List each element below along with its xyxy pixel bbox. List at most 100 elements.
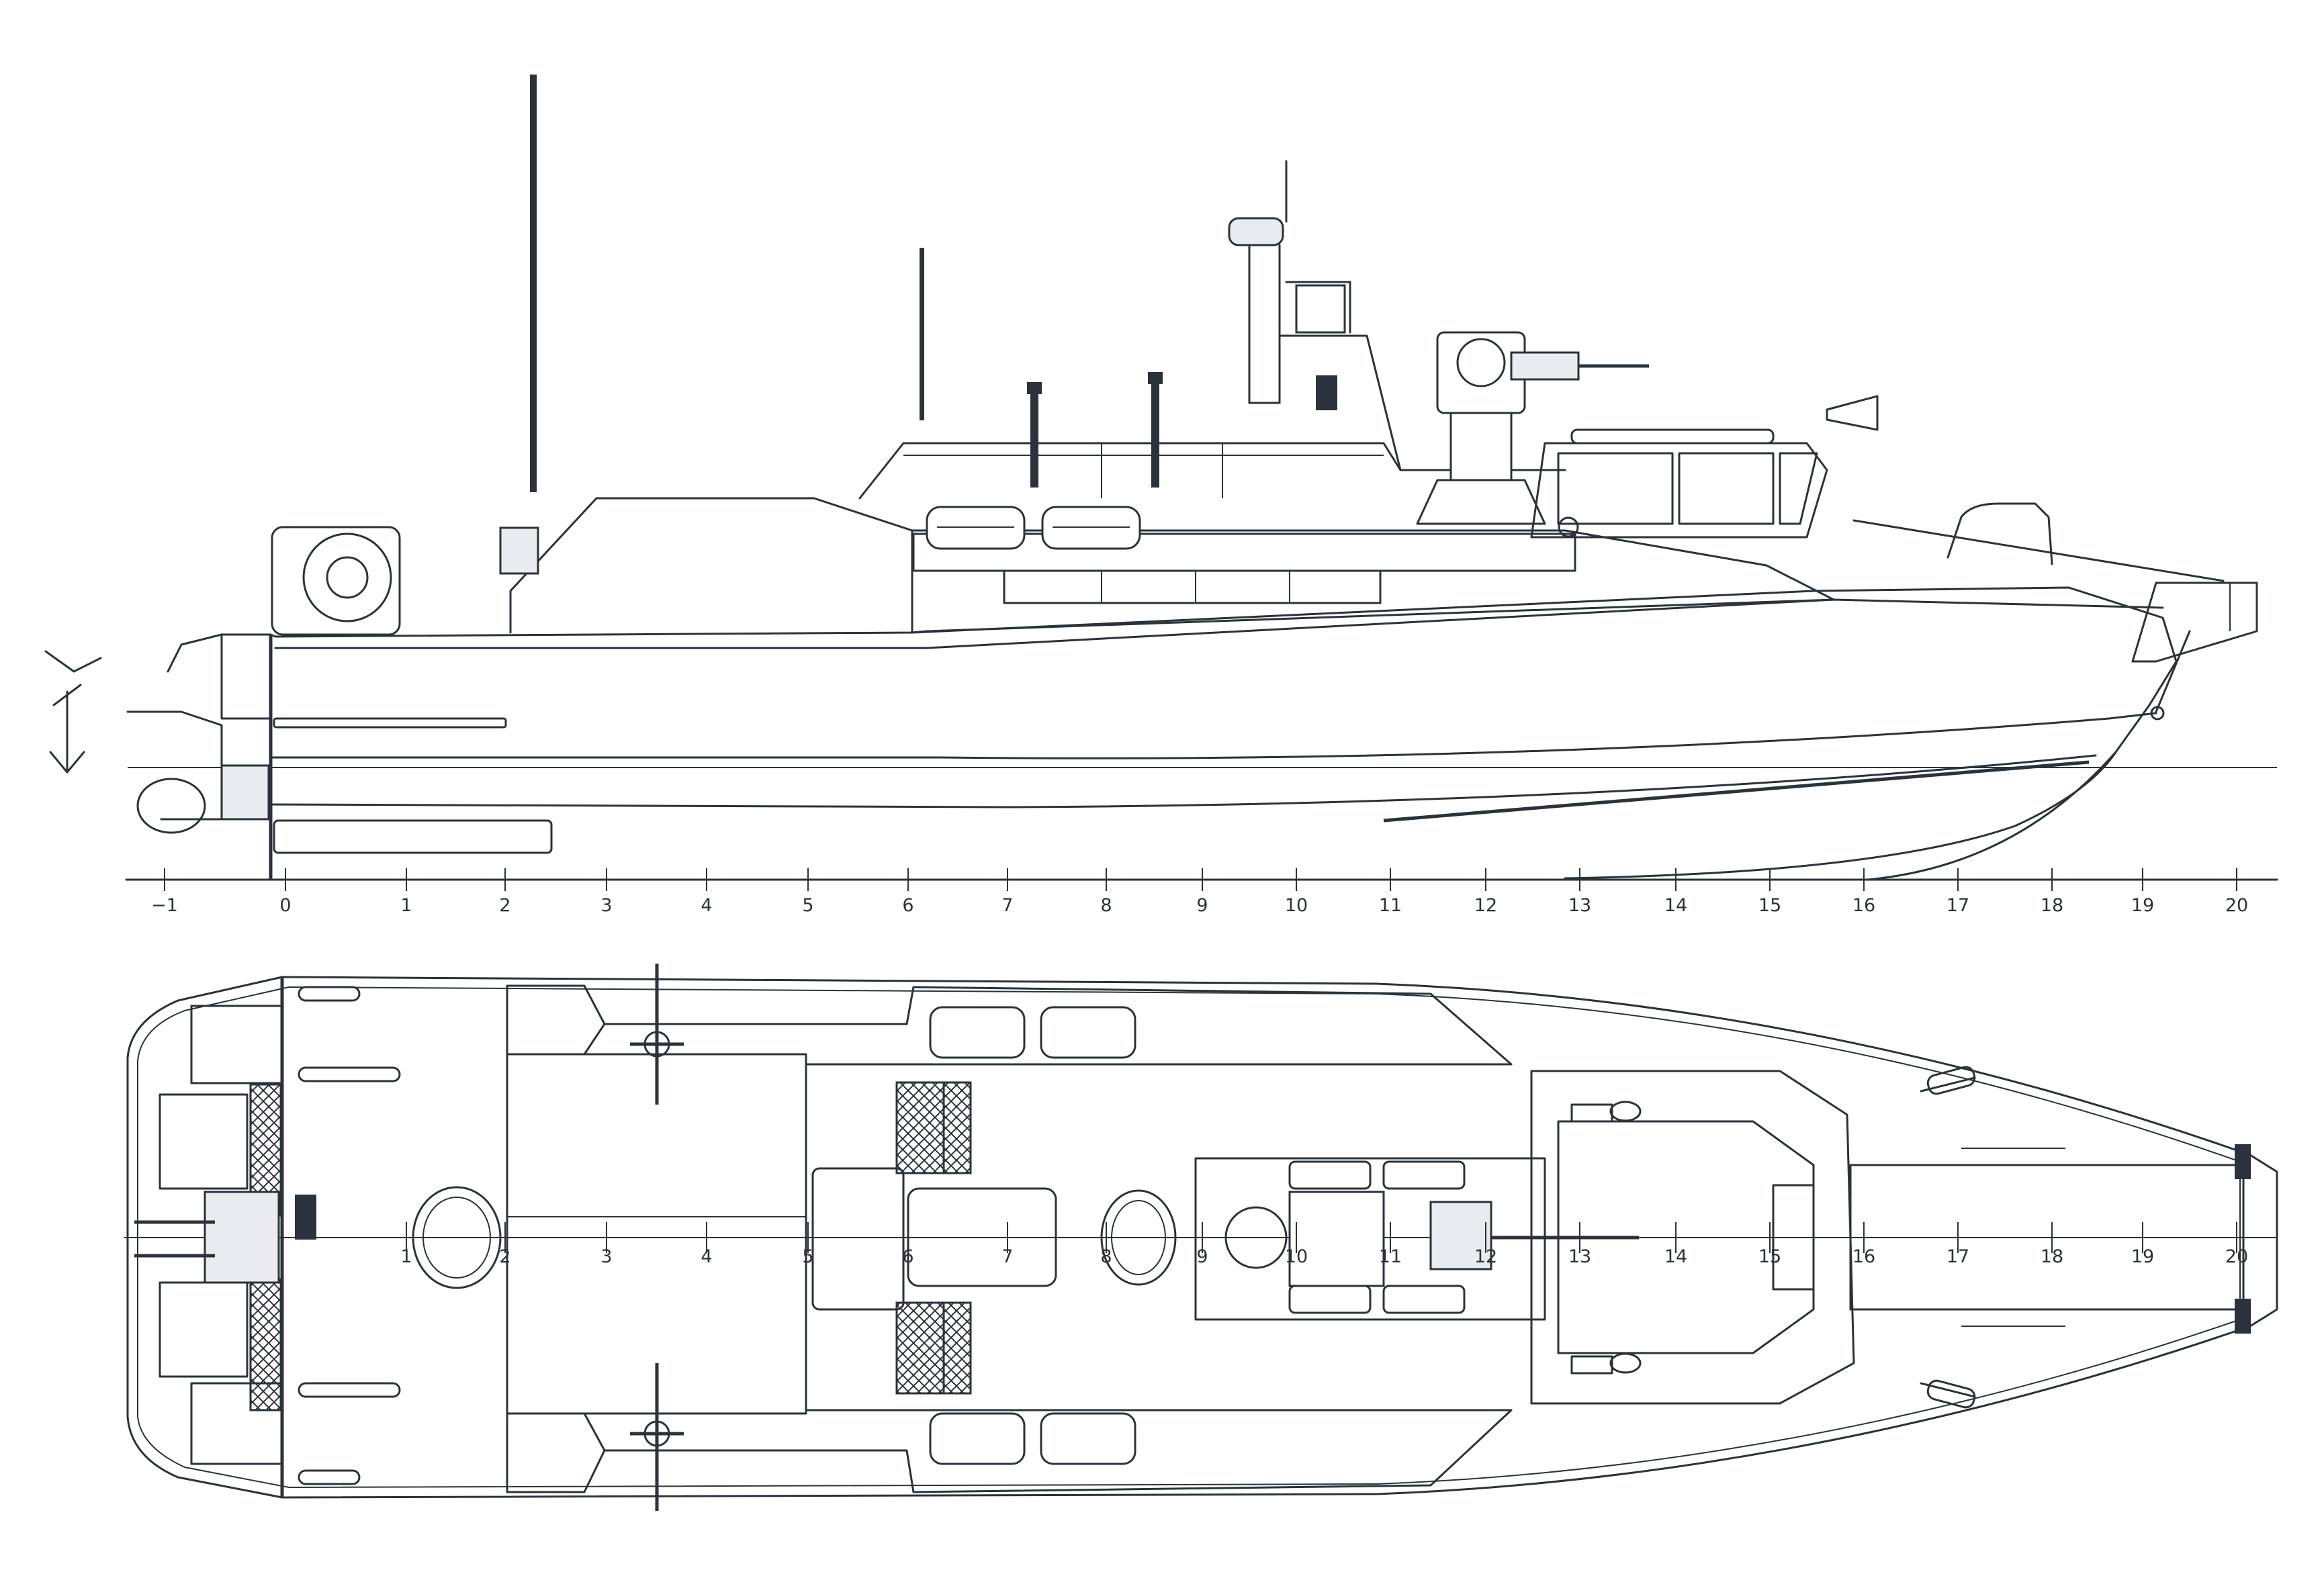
plan-frame-label: 6 — [902, 1246, 913, 1267]
hose-reel-hub — [326, 556, 369, 599]
scale-label: 6 — [902, 895, 913, 916]
waterjet-nozzle — [136, 778, 206, 834]
stern-deck-port — [190, 1005, 283, 1084]
radar-mast — [1248, 244, 1281, 404]
stern-seat-port — [159, 1093, 249, 1190]
wheelhouse-hatch — [1558, 516, 1579, 538]
scale-label: 18 — [2041, 895, 2063, 916]
plan-frame-label: 1 — [400, 1246, 412, 1267]
plan-frame-label: 20 — [2225, 1246, 2248, 1267]
stern-structure — [220, 633, 272, 720]
scale-label: 7 — [1001, 895, 1013, 916]
spray-rail — [1383, 760, 2090, 823]
aft-deck-panel — [506, 1053, 807, 1415]
scale-label: 17 — [1947, 895, 1969, 916]
forward-antenna — [920, 248, 924, 420]
chine-line-upper — [269, 712, 2157, 759]
wheelhouse-roof — [1570, 428, 1775, 445]
plan-frame-label: 4 — [701, 1246, 712, 1267]
aft-deck-trapezoid-port — [506, 984, 606, 1056]
plan-frame-label: 5 — [802, 1246, 813, 1267]
transom-winch — [295, 1195, 316, 1240]
antenna-cap-2 — [1148, 372, 1163, 384]
wheelhouse-vent-stbd — [1570, 1355, 1613, 1375]
plan-frame-label: 10 — [1285, 1246, 1308, 1267]
bow-stem — [2131, 582, 2258, 663]
scale-label: 3 — [600, 895, 612, 916]
stern-davit-frame — [271, 526, 401, 636]
stbd-walkway — [603, 1409, 1513, 1493]
stbd-mast-plan — [630, 1363, 684, 1511]
scale-label: 14 — [1664, 895, 1687, 916]
plan-frame-label: 8 — [1100, 1246, 1112, 1267]
scale-label: 8 — [1100, 895, 1112, 916]
deck-hatch-mid-inner — [1111, 1200, 1166, 1275]
outboard-bracket — [126, 710, 223, 821]
scale-label: 16 — [1852, 895, 1875, 916]
antenna-base — [499, 526, 539, 575]
keel-line — [1564, 751, 2117, 880]
ammo-box-stbd-2 — [1382, 1285, 1466, 1314]
plan-frame-label: 18 — [2041, 1246, 2063, 1267]
gun-ring-housing — [1288, 1191, 1385, 1287]
wheelhouse-port-light — [1609, 1101, 1642, 1122]
plan-frame-label: 17 — [1947, 1246, 1969, 1267]
aft-deck-trapezoid-stbd — [506, 1412, 606, 1493]
stern-anchor — [44, 650, 102, 774]
scale-label: 20 — [2225, 895, 2248, 916]
plan-frame-label: 7 — [1001, 1246, 1013, 1267]
plan-frame-label: 2 — [499, 1246, 510, 1267]
plan-frame-label: 19 — [2131, 1246, 2154, 1267]
gun-mount-plan — [1429, 1201, 1492, 1270]
plan-frame-label: 13 — [1568, 1246, 1591, 1267]
plan-raft-stbd-1 — [929, 1412, 1026, 1465]
hatched-seat-port — [895, 1081, 945, 1174]
bow-eye — [2150, 706, 2165, 721]
plan-frame-label: 15 — [1758, 1246, 1781, 1267]
bow-cleat-stbd — [1926, 1379, 1976, 1409]
scale-label: 5 — [802, 895, 813, 916]
plan-frame-label: 11 — [1379, 1246, 1402, 1267]
plan-hull-outline — [126, 976, 2278, 1499]
side-vent-lower — [273, 819, 553, 854]
plan-hull-inner — [137, 986, 2241, 1489]
side-profile-view — [44, 75, 2278, 881]
scale-label: 9 — [1196, 895, 1208, 916]
scale-label: 2 — [499, 895, 510, 916]
plan-raft-port-1 — [929, 1006, 1026, 1059]
plan-frame-label: 14 — [1664, 1246, 1687, 1267]
stern-hatch-block — [220, 764, 270, 821]
scale-label: −1 — [151, 895, 178, 916]
hose-reel — [302, 532, 392, 622]
stern-hatched-panel-stbd — [249, 1278, 282, 1411]
wheelhouse-roof-plan — [1557, 1120, 1815, 1354]
deckhouse-superstructure — [595, 497, 1835, 634]
scale-label: 12 — [1474, 895, 1497, 916]
weapon-station — [1416, 331, 1649, 525]
waterjet-unit — [204, 1191, 280, 1284]
deck-hatch-aft — [412, 1186, 502, 1289]
wheelhouse-windscreen — [1772, 1184, 1815, 1291]
stowage-lockers — [1003, 569, 1382, 604]
mast-frame — [1278, 281, 1402, 471]
scale-label: 0 — [279, 895, 291, 916]
wheelhouse-plan — [1530, 1070, 1855, 1405]
stern-tiller — [134, 1220, 215, 1258]
port-walkway — [603, 986, 1513, 1066]
hatched-seat-stbd — [895, 1301, 945, 1395]
ammo-box-port-2 — [1382, 1160, 1466, 1190]
antenna-cap-1 — [1027, 382, 1042, 394]
hatched-seat-port-2 — [942, 1081, 972, 1174]
plan-frame-label: 3 — [600, 1246, 612, 1267]
stbd-mast-base — [643, 1420, 670, 1447]
mast-antenna-2 — [1151, 375, 1159, 488]
ammo-box-stbd-1 — [1288, 1285, 1372, 1314]
cleat-stern-port-2 — [298, 1066, 401, 1082]
scale-label: 1 — [400, 895, 412, 916]
mast-antenna-1 — [1030, 385, 1038, 488]
hatched-seat-stbd-2 — [942, 1301, 972, 1395]
cleat-stern-stbd-2 — [298, 1382, 401, 1398]
deckhouse-side — [509, 497, 598, 634]
anchor-chain — [2155, 630, 2191, 713]
